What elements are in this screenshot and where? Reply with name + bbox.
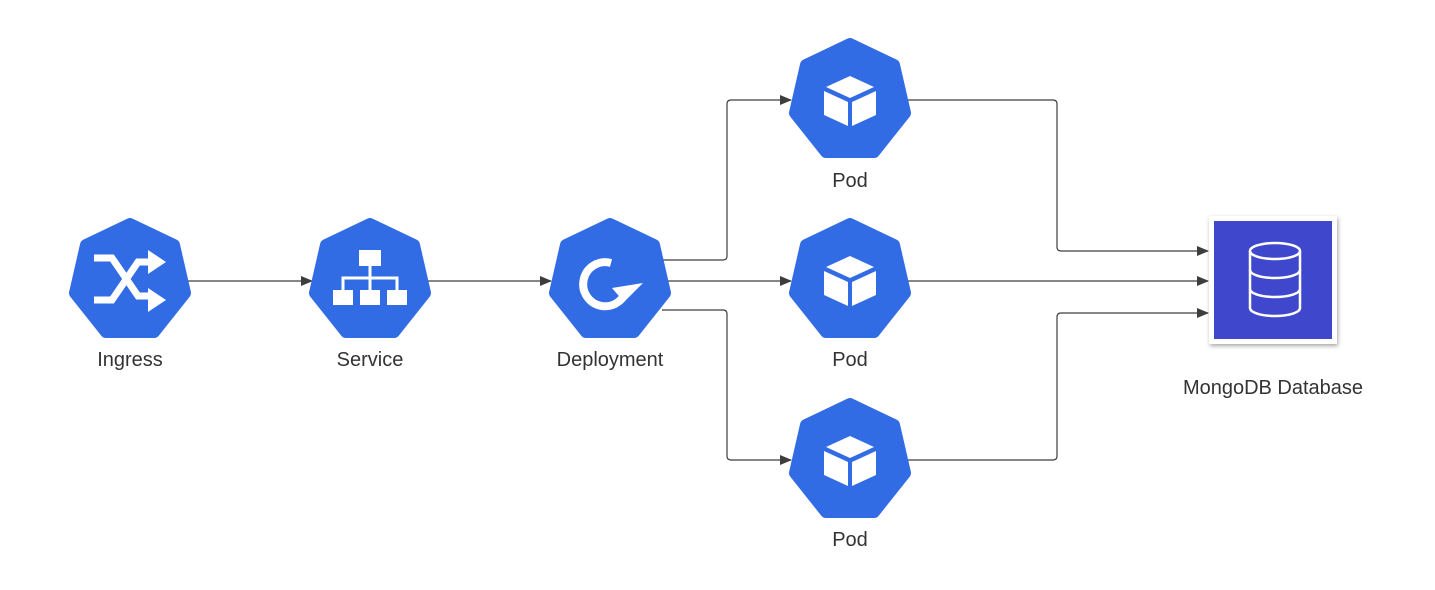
service-hierarchy-icon (333, 250, 407, 305)
connector-deployment-to-pod-bottom (662, 309, 792, 465)
deployment-rotate-icon (579, 258, 643, 311)
deployment-heptagon (549, 218, 671, 338)
connectors (187, 95, 1209, 465)
pod-label: Pod (832, 529, 868, 551)
pod-node-middle[interactable]: Pod (789, 218, 911, 371)
connector-pod-bottom-to-database (907, 308, 1209, 461)
pod-node-bottom[interactable]: Pod (789, 398, 911, 551)
ingress-node[interactable]: Ingress (69, 218, 191, 371)
database-node[interactable]: MongoDB Database (1183, 216, 1363, 399)
connector-pod-top-to-database (907, 99, 1209, 256)
database-tile (1214, 221, 1332, 339)
pod-cube-icon (824, 76, 876, 126)
pod-node-top[interactable]: Pod (789, 38, 911, 192)
database-label: MongoDB Database (1183, 377, 1363, 399)
service-label: Service (337, 349, 404, 371)
pod-label: Pod (832, 170, 868, 192)
database-cylinder-icon (1248, 241, 1302, 318)
service-node[interactable]: Service (309, 218, 431, 371)
connector-deployment-to-pod-top (662, 95, 792, 261)
pod-cube-icon (824, 256, 876, 306)
deployment-label: Deployment (557, 349, 664, 371)
pod-cube-icon (824, 436, 876, 486)
ingress-shuffle-icon (94, 250, 166, 312)
deployment-node[interactable]: Deployment (549, 218, 671, 371)
ingress-label: Ingress (97, 349, 163, 371)
pod-label: Pod (832, 349, 868, 371)
